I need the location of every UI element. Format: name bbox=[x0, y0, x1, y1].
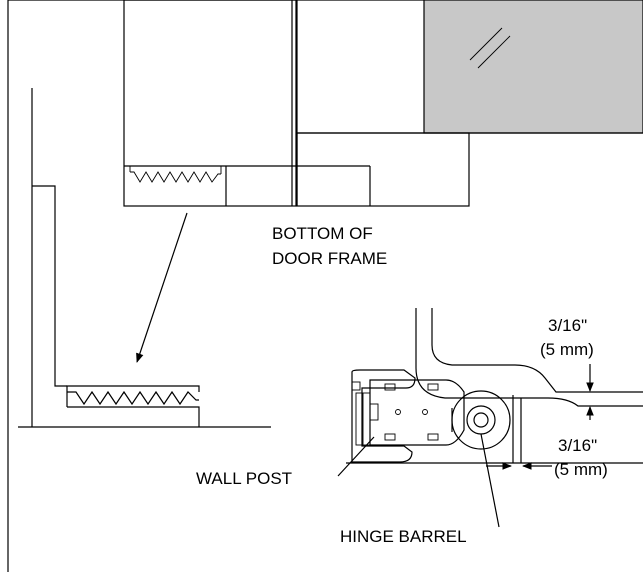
hinge-detail bbox=[337, 308, 643, 528]
dim-top-value-label: 3/16" bbox=[548, 316, 587, 335]
seal-callout-arrow bbox=[136, 212, 188, 363]
dim-side-metric-label: (5 mm) bbox=[554, 460, 608, 479]
outer-border bbox=[7, 0, 643, 572]
door-frame-left-panel bbox=[123, 0, 297, 207]
bottom-seal-serration bbox=[130, 171, 221, 183]
glass-reflection-mark bbox=[469, 27, 503, 61]
door-frame-right-block bbox=[296, 132, 470, 207]
wall-post-label: WALL POST bbox=[196, 469, 292, 488]
hinge-barrel-leader bbox=[480, 433, 500, 528]
dim-side-value-label: 3/16" bbox=[558, 436, 597, 455]
seal-profile-detail bbox=[18, 88, 271, 428]
bottom-of-door-frame-label-line1: BOTTOM OF bbox=[272, 224, 373, 243]
hinge-barrel-label: HINGE BARREL bbox=[340, 527, 467, 546]
hinge-plate bbox=[369, 379, 465, 446]
seal-serration bbox=[66, 385, 200, 407]
glass-panel bbox=[423, 0, 643, 134]
wall-post-leader bbox=[337, 436, 375, 477]
glass-reflection-mark-2 bbox=[477, 35, 511, 69]
dim-top-metric-label: (5 mm) bbox=[540, 340, 594, 359]
wall-post-shape bbox=[351, 369, 416, 463]
bottom-of-door-frame-label-line2: DOOR FRAME bbox=[272, 249, 387, 268]
door-frame-section bbox=[123, 0, 643, 207]
hinge-barrel-shape bbox=[451, 390, 511, 450]
